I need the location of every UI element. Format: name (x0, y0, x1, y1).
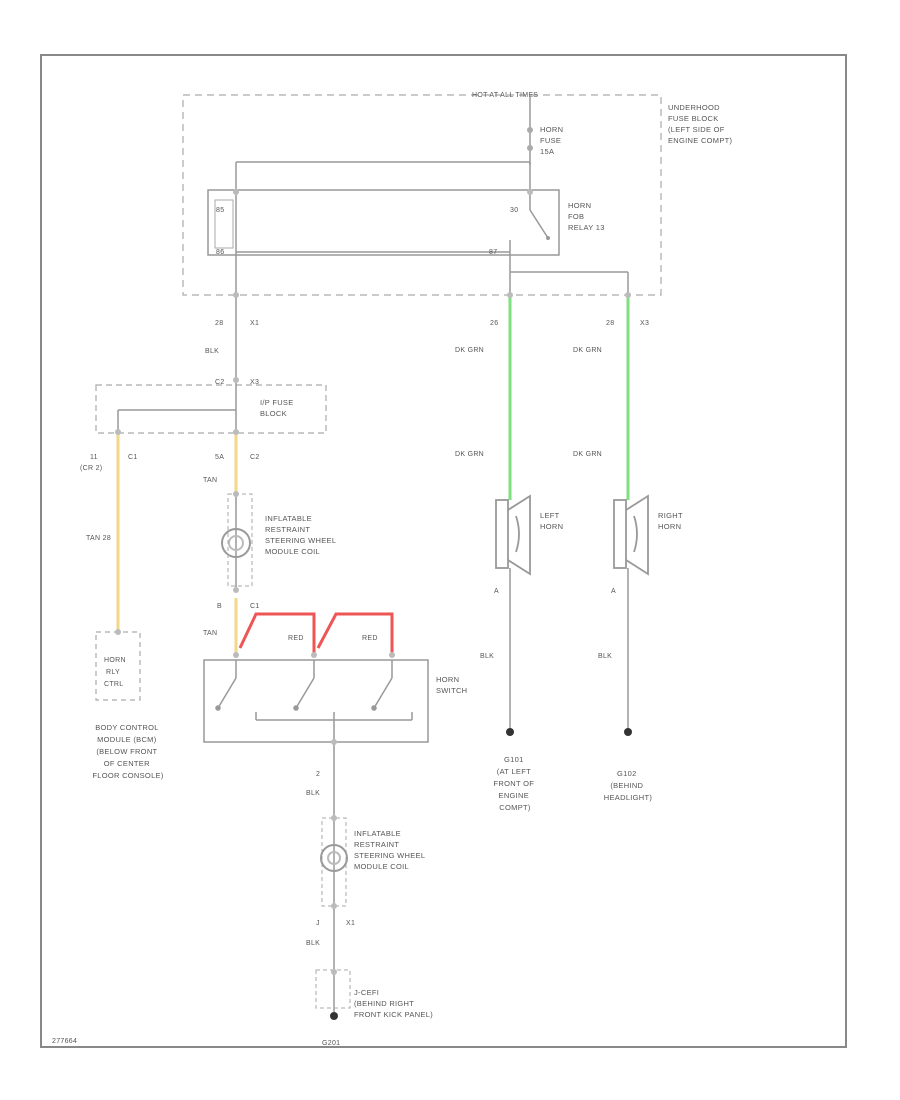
bcm-horn-relay-ctrl (95, 631, 141, 701)
j-connector-label: J-CEFI (BEHIND RIGHT FRONT KICK PANEL) (354, 988, 433, 1019)
ip-fuse-pin-top: C2 (215, 379, 225, 386)
left-horn-icon (495, 494, 531, 576)
wire-center-pin: 26 (490, 320, 498, 327)
hot-at-all-times-label: HOT AT ALL TIMES (472, 92, 538, 99)
coil2-conn: X1 (346, 920, 355, 927)
wire-center-color-2: DK GRN (455, 451, 484, 458)
relay-pin-86: 86 (216, 249, 224, 256)
coil-top-icon (221, 528, 251, 558)
left-horn-color: BLK (480, 653, 494, 660)
wire-red-1 (238, 612, 316, 655)
g101-ground-icon (506, 728, 514, 736)
wire-right-conn: X3 (640, 320, 649, 327)
wire-right-color-2: DK GRN (573, 451, 602, 458)
coil2-pin: J (316, 920, 320, 927)
right-horn-label: RIGHT HORN (658, 511, 685, 531)
g101-label: G101 (AT LEFT FRONT OF ENGINE COMPT) (494, 755, 537, 812)
right-horn-color: BLK (598, 653, 612, 660)
wire-red-2 (316, 612, 394, 655)
ground-bottom-label: G201 (322, 1040, 340, 1047)
sw-bottom-color: BLK (306, 790, 320, 797)
diagram-frame (40, 54, 847, 1048)
g102-label: G102 (BEHIND HEADLIGHT) (604, 769, 653, 802)
switch-pin-b: B (217, 603, 222, 610)
relay-pin-87: 87 (489, 249, 497, 256)
wire-left-color: BLK (205, 348, 219, 355)
wire-right-pin: 28 (606, 320, 614, 327)
right-horn-pin: A (611, 588, 616, 595)
relay-pin-85: 85 (216, 207, 224, 214)
right-horn-icon (613, 494, 649, 576)
wire-red-label-2: RED (362, 635, 378, 642)
left-horn-pin: A (494, 588, 499, 595)
wire-left-conn: X1 (250, 320, 259, 327)
wire-red-label-1: RED (288, 635, 304, 642)
g102-ground-icon (624, 728, 632, 736)
coil-bottom-icon (320, 844, 348, 872)
ip-fuse-pin-bottom: 5A (215, 454, 224, 461)
bcm-name-label: BODY CONTROL MODULE (BCM) (BELOW FRONT O… (92, 723, 163, 780)
bcm-box-label: HORN RLY CTRL (104, 657, 128, 688)
horn-switch-label: HORN SWITCH (436, 675, 467, 695)
j-connector (315, 969, 351, 1009)
left-horn-label: LEFT HORN (540, 511, 563, 531)
wire-bcm-conn: C1 (128, 454, 138, 461)
ground-bottom-icon (330, 1012, 338, 1020)
ip-fuse-conn-top: X3 (250, 379, 259, 386)
figure-id: 277664 (52, 1038, 77, 1045)
wire-tan-label: TAN (203, 477, 217, 484)
wire-bcm-conn2: (CR 2) (80, 465, 102, 472)
ip-fuse-block-label: I/P FUSE BLOCK (260, 398, 296, 418)
wire-bcm-pin: 11 (90, 454, 98, 461)
coil2-color: BLK (306, 940, 320, 947)
horn-fuse-label: HORN FUSE 15A (540, 125, 566, 156)
ip-fuse-block-outline (95, 384, 327, 434)
relay-coil-icon (214, 199, 234, 249)
underhood-fuse-block-outline (182, 94, 662, 296)
wire-bcm-color: TAN 28 (86, 535, 111, 542)
sw-bottom-pin: 2 (316, 771, 320, 778)
underhood-fuse-block-label: UNDERHOOD FUSE BLOCK (LEFT SIDE OF ENGIN… (668, 103, 733, 145)
relay-pin-30: 30 (510, 207, 518, 214)
horn-relay-label: HORN FOB RELAY 13 (568, 201, 605, 232)
ip-fuse-conn-bottom: C2 (250, 454, 260, 461)
coil-top-label: INFLATABLE RESTRAINT STEERING WHEEL MODU… (265, 514, 338, 556)
wire-center-color-1: DK GRN (455, 347, 484, 354)
wire-right-color-1: DK GRN (573, 347, 602, 354)
switch-conn: C1 (250, 603, 260, 610)
coil-bottom-label: INFLATABLE RESTRAINT STEERING WHEEL MODU… (354, 829, 427, 871)
wire-left-pin: 28 (215, 320, 223, 327)
wire-tan-label2: TAN (203, 630, 217, 637)
horn-switch (203, 659, 429, 743)
horn-relay (207, 189, 560, 256)
horn-fuse-icon (527, 127, 533, 133)
relay-switch-contact (529, 209, 549, 239)
